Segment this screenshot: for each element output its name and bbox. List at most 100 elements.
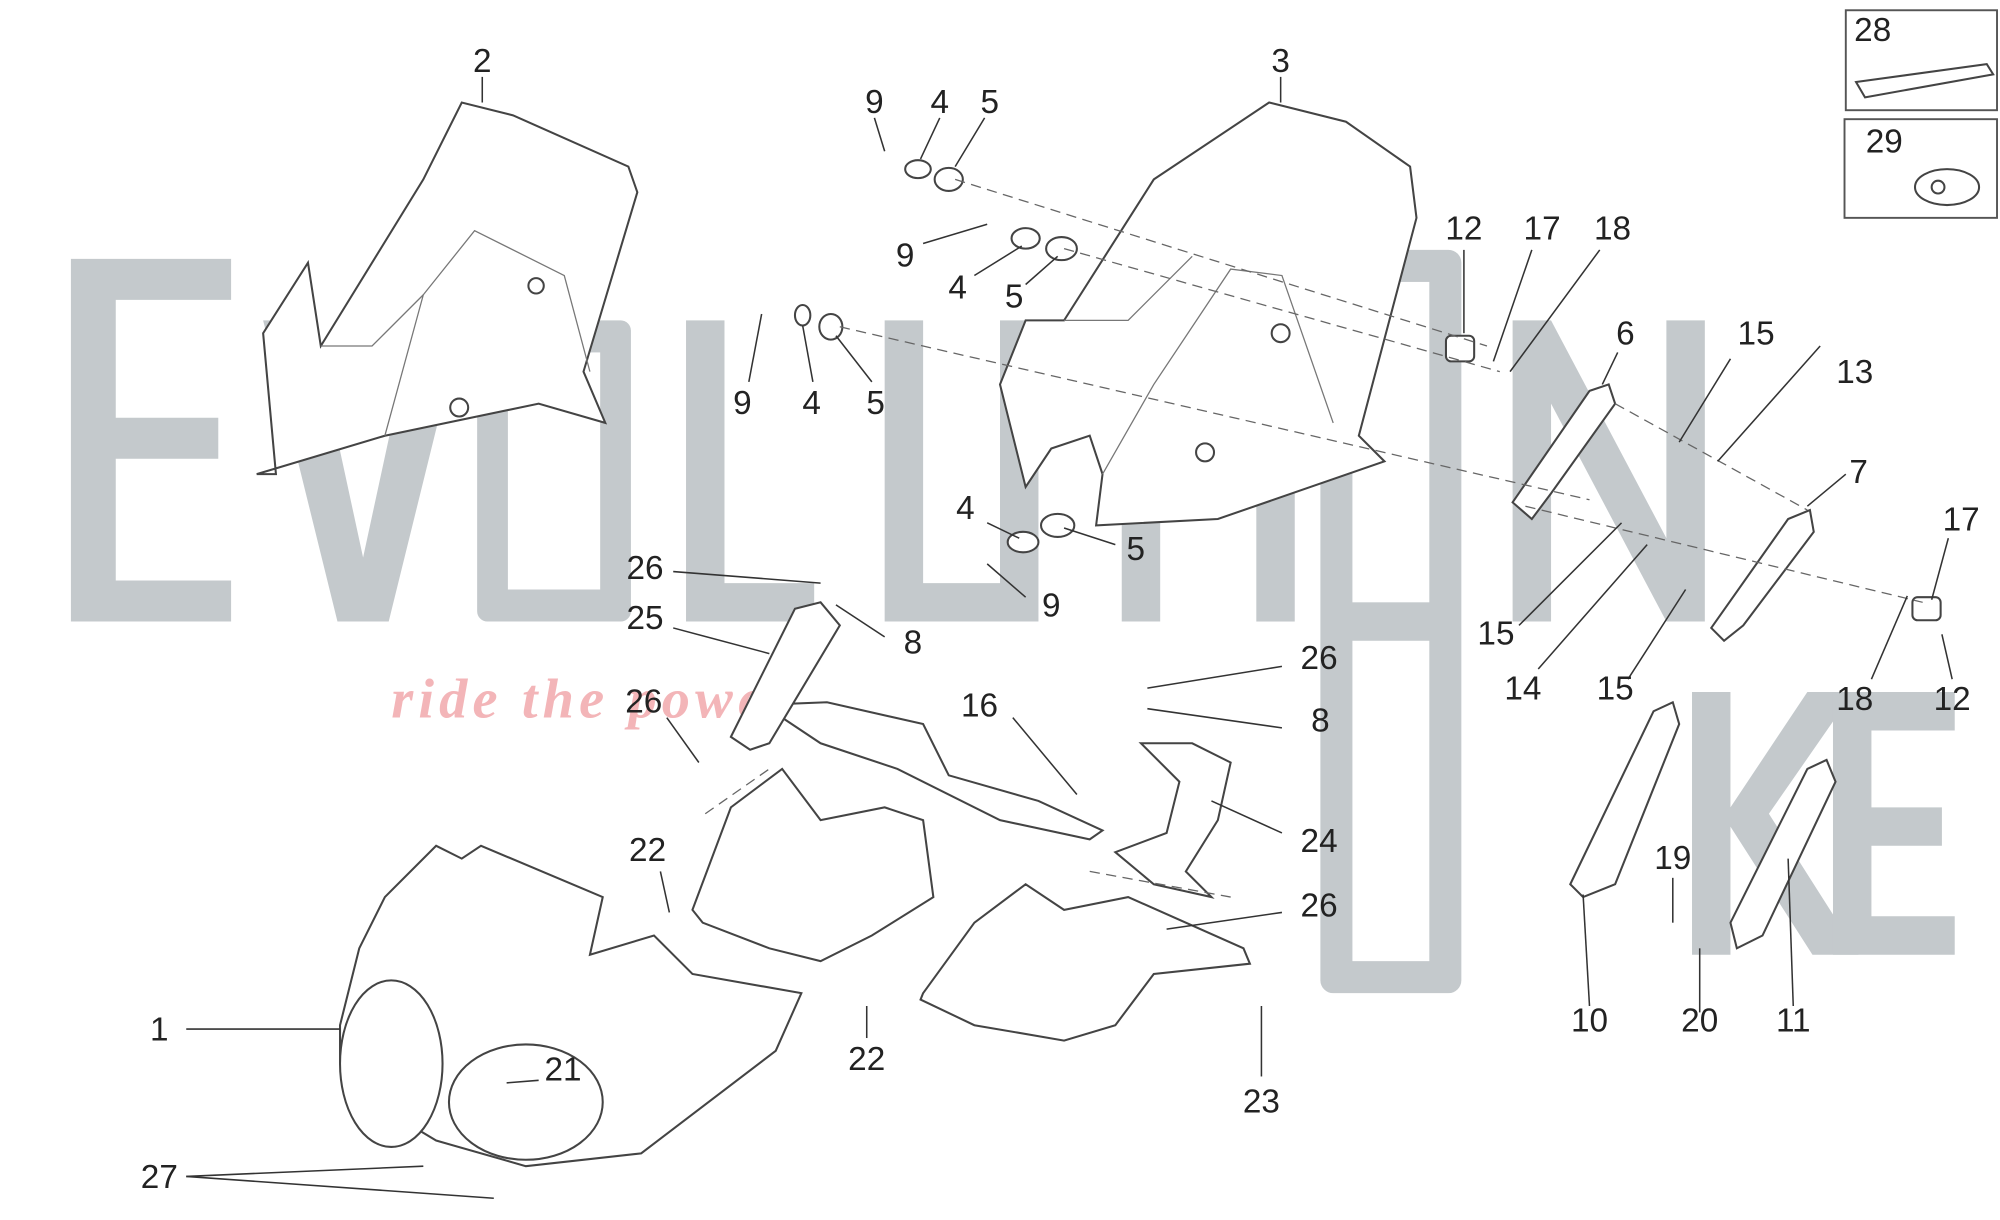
watermark-letter-u	[884, 320, 1039, 622]
callout-4: 4	[931, 84, 950, 121]
support-25	[729, 601, 842, 751]
inset-label-29: 29	[1866, 124, 1903, 161]
callout-1: 1	[150, 1012, 169, 1049]
callout-5: 5	[980, 84, 999, 121]
callout-25: 25	[626, 600, 663, 637]
lower-panel	[919, 882, 1252, 1042]
callout-26: 26	[1301, 887, 1338, 924]
leader-line	[873, 117, 886, 152]
callout-2: 2	[473, 43, 492, 80]
callout-15: 15	[1597, 671, 1634, 708]
mirror-11	[1729, 758, 1837, 950]
callout-20: 20	[1681, 1003, 1718, 1040]
callout-9: 9	[865, 84, 884, 121]
callout-18: 18	[1836, 681, 1873, 718]
leader-line	[922, 223, 988, 245]
watermark-slogan: ride the power	[391, 669, 795, 731]
callout-8: 8	[904, 625, 923, 662]
callout-21: 21	[544, 1051, 581, 1088]
leader-line	[1601, 352, 1619, 385]
inset-label-28: 28	[1854, 12, 1891, 49]
leader-line	[1492, 249, 1533, 362]
leader-line	[1806, 473, 1847, 507]
leader-line	[506, 1079, 539, 1084]
leader-line	[673, 570, 821, 584]
callout-9: 9	[733, 385, 752, 422]
leader-line	[1147, 707, 1283, 729]
leader-line	[186, 1175, 494, 1199]
leader-line	[1717, 345, 1821, 462]
callout-12: 12	[1445, 211, 1482, 248]
leader-line	[1211, 800, 1283, 834]
callout-12: 12	[1934, 681, 1971, 718]
leader-line	[1941, 634, 1953, 680]
leader-line	[973, 245, 1023, 277]
leader-line	[1166, 911, 1283, 930]
leader-line	[1012, 717, 1078, 796]
callout-14: 14	[1504, 671, 1541, 708]
callout-22: 22	[629, 832, 666, 869]
bracket-16	[759, 701, 1105, 841]
leader-line	[659, 871, 671, 913]
knob-12	[1444, 334, 1476, 363]
inset-29: 29	[1843, 118, 1998, 219]
callout-16: 16	[961, 687, 998, 724]
watermark-letter-l	[686, 320, 815, 622]
callout-5: 5	[1005, 279, 1024, 316]
leader-line	[673, 627, 770, 655]
stay-7	[1709, 508, 1815, 643]
callout-7: 7	[1849, 454, 1868, 491]
callout-4: 4	[802, 385, 821, 422]
leader-line	[666, 717, 700, 763]
inset-28: 28	[1844, 9, 1998, 112]
leader-line	[835, 604, 886, 638]
parts	[256, 101, 1942, 1168]
callout-3: 3	[1271, 43, 1290, 80]
callout-18: 18	[1594, 211, 1631, 248]
leader-line	[1063, 527, 1116, 546]
leader-line	[919, 117, 941, 160]
callout-9: 9	[1042, 587, 1061, 624]
leader-line	[1582, 894, 1591, 1007]
callout-6: 6	[1616, 316, 1635, 353]
leader-line	[748, 313, 763, 383]
dash-lines	[704, 178, 1923, 898]
callout-26: 26	[625, 684, 662, 721]
callout-26: 26	[1301, 640, 1338, 677]
leader-line	[835, 335, 873, 383]
callout-26: 26	[626, 550, 663, 587]
callout-5: 5	[1127, 531, 1146, 568]
leader-line	[1025, 255, 1059, 286]
leader-line	[1678, 358, 1732, 443]
watermark-letter-n	[1512, 320, 1705, 622]
callout-5: 5	[866, 385, 885, 422]
leader-line	[954, 117, 986, 167]
knob-12b	[1911, 596, 1942, 622]
callout-24: 24	[1301, 823, 1338, 860]
leader-line	[1147, 665, 1283, 689]
inner-panel	[691, 767, 935, 963]
leader-line	[1627, 589, 1687, 680]
leader-line	[1870, 595, 1909, 680]
callout-23: 23	[1243, 1083, 1280, 1120]
callout-8: 8	[1311, 703, 1330, 740]
leader-line	[1537, 544, 1648, 670]
side-bracket-24	[1113, 742, 1232, 899]
windscreen-large	[998, 101, 1418, 527]
callout-4: 4	[956, 490, 975, 527]
callout-13: 13	[1836, 354, 1873, 391]
callout-15: 15	[1738, 316, 1775, 353]
leader-line	[986, 563, 1027, 598]
callout-9: 9	[896, 238, 915, 275]
callout-4: 4	[948, 270, 967, 307]
leader-line	[1787, 858, 1795, 1007]
callout-11: 11	[1776, 1003, 1811, 1040]
leader-line	[801, 325, 814, 383]
leader-line	[1930, 538, 1950, 600]
callout-15: 15	[1477, 616, 1514, 653]
watermark-letter-e2	[1832, 692, 1955, 955]
leader-line	[986, 522, 1020, 539]
windscreen-small	[256, 101, 639, 476]
